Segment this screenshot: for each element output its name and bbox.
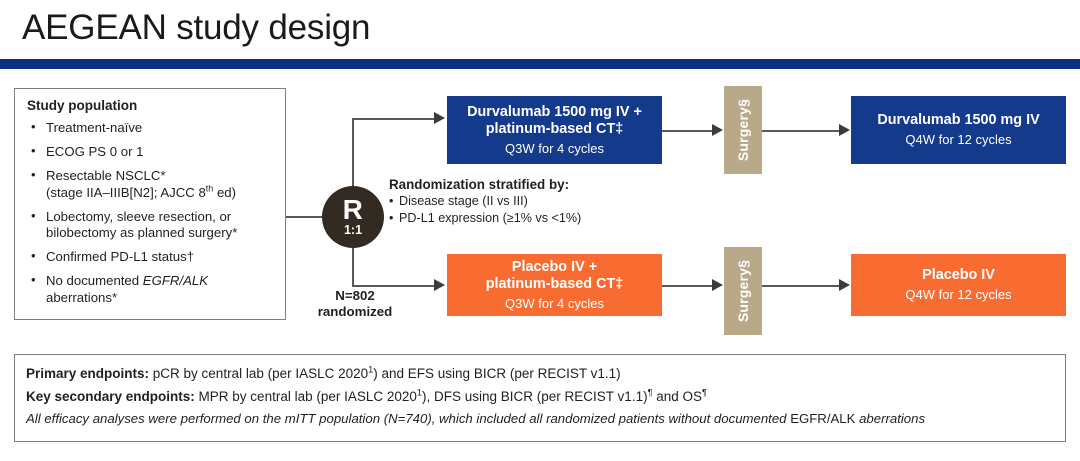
arm-box-title-line1: Durvalumab 1500 mg IV + <box>467 103 642 120</box>
stratification-item: • Disease stage (II vs III) <box>389 193 659 210</box>
arrowhead-icon <box>434 112 445 124</box>
randomized-count-n: N=802 <box>335 288 375 303</box>
connector-surgery-to-adjuvant-placebo <box>762 285 840 287</box>
bullet-icon: • <box>31 167 36 182</box>
bullet-icon: • <box>31 272 36 287</box>
primary-endpoints-text: pCR by central lab (per IASLC 20201) and… <box>149 364 621 381</box>
stratification-block: Randomization stratified by: • Disease s… <box>389 176 659 226</box>
primary-endpoints-line: Primary endpoints: pCR by central lab (p… <box>26 363 1054 386</box>
stratification-item-label: PD-L1 expression (≥1% vs <1%) <box>399 210 582 225</box>
stratification-item: • PD-L1 expression (≥1% vs <1%) <box>389 210 659 227</box>
endpoints-box: Primary endpoints: pCR by central lab (p… <box>14 354 1066 442</box>
arrowhead-icon <box>434 279 445 291</box>
arm-box-induction-placebo: Placebo IV + platinum-based CT‡ Q3W for … <box>447 254 662 316</box>
randomized-count-label: N=802 randomized <box>303 288 407 320</box>
primary-endpoints-label: Primary endpoints: <box>26 366 150 381</box>
bullet-icon: • <box>31 119 36 134</box>
surgery-label: Surgery§ <box>735 259 752 323</box>
study-population-heading: Study population <box>27 98 138 113</box>
bullet-icon: • <box>31 143 36 158</box>
connector-population-to-randomization <box>286 216 324 218</box>
arrowhead-icon <box>712 124 723 136</box>
page-title: AEGEAN study design <box>22 8 371 47</box>
arm-box-title-line1: Placebo IV + <box>511 258 598 275</box>
list-item: • Resectable NSCLC*(stage IIA–IIIB[N2]; … <box>27 167 275 201</box>
study-population-box: Study population • Treatment-naïve • ECO… <box>14 88 286 320</box>
secondary-endpoints-text: MPR by central lab (per IASLC 20201), DF… <box>194 387 707 404</box>
stratification-heading: Randomization stratified by: <box>389 177 570 192</box>
arm-box-schedule: Q4W for 12 cycles <box>905 286 1012 302</box>
list-item-label: Resectable NSCLC*(stage IIA–IIIB[N2]; AJ… <box>46 168 237 200</box>
randomized-count-word: randomized <box>317 304 393 319</box>
randomization-letter: R <box>342 194 364 225</box>
gene-name-text: EGFR/ALK <box>790 411 856 426</box>
arm-box-title-line2: platinum-based CT‡ <box>485 121 624 137</box>
connector-spine-upper <box>352 118 354 188</box>
arrowhead-icon <box>839 124 850 136</box>
connector-induction-placebo-to-surgery <box>662 285 714 287</box>
arm-box-title: Placebo IV + platinum-based CT‡ <box>486 259 624 294</box>
randomization-node: R 1:1 <box>322 186 384 248</box>
arm-box-title: Placebo IV <box>922 267 995 284</box>
arm-box-schedule: Q3W for 4 cycles <box>505 295 604 311</box>
arrowhead-icon <box>839 279 850 291</box>
arm-box-schedule: Q3W for 4 cycles <box>505 140 604 156</box>
secondary-endpoints-label: Key secondary endpoints: <box>26 388 195 404</box>
arm-box-title: Durvalumab 1500 mg IV <box>877 112 1040 129</box>
list-item: • Confirmed PD-L1 status† <box>27 248 275 266</box>
bullet-icon: • <box>389 194 394 208</box>
bullet-icon: • <box>31 248 36 263</box>
connector-surgery-to-adjuvant-durvalumab <box>762 130 840 132</box>
list-item: • Treatment-naïve <box>27 119 275 137</box>
stratification-item-label: Disease stage (II vs III) <box>399 194 528 208</box>
connector-to-induction-durvalumab <box>352 118 436 120</box>
list-item: • ECOG PS 0 or 1 <box>27 143 275 161</box>
analysis-population-note: All efficacy analyses were performed on … <box>26 411 926 426</box>
bullet-icon: • <box>31 207 36 223</box>
list-item-label: ECOG PS 0 or 1 <box>46 144 144 159</box>
arm-box-title: Durvalumab 1500 mg IV + platinum-based C… <box>467 104 642 139</box>
bullet-icon: • <box>389 210 394 225</box>
arm-box-induction-durvalumab: Durvalumab 1500 mg IV + platinum-based C… <box>447 96 662 164</box>
surgery-box-durvalumab-arm: Surgery§ <box>724 86 762 174</box>
surgery-box-placebo-arm: Surgery§ <box>724 247 762 335</box>
arm-box-schedule: Q4W for 12 cycles <box>905 131 1012 147</box>
connector-spine-lower <box>352 246 354 286</box>
arm-box-title-line2: platinum-based CT‡ <box>485 276 624 292</box>
list-item-label: Treatment-naïve <box>46 120 143 135</box>
arm-box-adjuvant-durvalumab: Durvalumab 1500 mg IV Q4W for 12 cycles <box>851 96 1066 164</box>
randomization-ratio: 1:1 <box>343 223 363 237</box>
connector-induction-durvalumab-to-surgery <box>662 130 714 132</box>
secondary-endpoints-line: Key secondary endpoints: MPR by central … <box>26 386 1054 409</box>
arrowhead-icon <box>712 279 723 291</box>
surgery-label: Surgery§ <box>735 98 752 162</box>
title-divider-bar <box>0 59 1080 69</box>
list-item-label: Confirmed PD-L1 status† <box>46 249 195 264</box>
connector-to-induction-placebo <box>352 285 436 287</box>
arm-box-adjuvant-placebo: Placebo IV Q4W for 12 cycles <box>851 254 1066 316</box>
